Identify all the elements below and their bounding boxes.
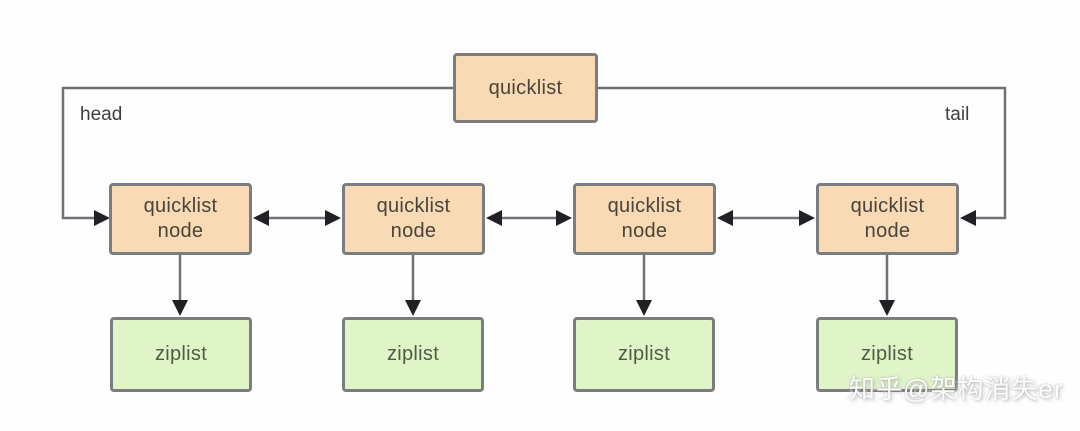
arrowhead-into-node3-right xyxy=(717,210,733,226)
head-label: head xyxy=(80,104,123,125)
arrowhead-into-ziplist4 xyxy=(879,300,895,316)
arrowhead-into-ziplist1 xyxy=(172,300,188,316)
arrowhead-into-node1 xyxy=(253,210,269,226)
ziplist-box-1: ziplist xyxy=(110,317,252,392)
ziplist-label: ziplist xyxy=(617,343,671,365)
arrowhead-into-node3-left xyxy=(556,210,572,226)
tail-arrowhead xyxy=(960,210,976,226)
quicklist-node-label: quicklist node xyxy=(607,195,682,242)
quicklist-node-label: quicklist node xyxy=(850,195,925,242)
quicklist-box-label: quicklist xyxy=(488,76,563,99)
arrowhead-into-node4-left xyxy=(799,210,815,226)
quicklist-node-label: quicklist node xyxy=(376,195,451,242)
watermark: 知乎@架构消失er xyxy=(849,374,1064,404)
arrowhead-into-node2-left xyxy=(325,210,341,226)
ziplist-box-4: ziplist xyxy=(816,317,958,392)
arrowhead-into-ziplist3 xyxy=(636,300,652,316)
quicklist-node-label: quicklist node xyxy=(143,195,218,242)
head-arrowhead xyxy=(94,210,110,226)
quicklist-node-box-3: quicklist node xyxy=(573,183,716,255)
quicklist-node-box-4: quicklist node xyxy=(816,183,959,255)
ziplist-label: ziplist xyxy=(860,343,914,365)
arrowhead-into-node2-right xyxy=(486,210,502,226)
arrowhead-into-ziplist2 xyxy=(405,300,421,316)
tail-label: tail xyxy=(945,104,970,125)
head-pointer-line xyxy=(61,86,453,220)
quicklist-box: quicklist xyxy=(453,53,598,123)
quicklist-node-box-2: quicklist node xyxy=(342,183,485,255)
ziplist-label: ziplist xyxy=(386,343,440,365)
ziplist-label: ziplist xyxy=(154,343,208,365)
ziplist-box-2: ziplist xyxy=(342,317,484,392)
ziplist-box-3: ziplist xyxy=(573,317,715,392)
quicklist-node-box-1: quicklist node xyxy=(109,183,252,255)
tail-pointer-line xyxy=(598,86,1007,220)
